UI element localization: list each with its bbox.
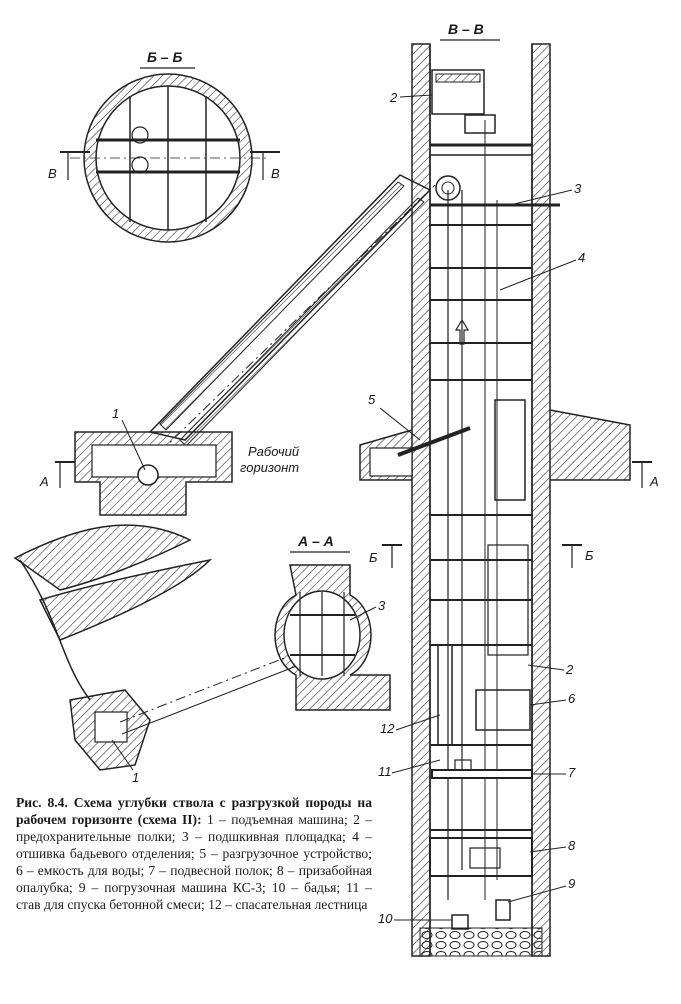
main-shaft <box>359 43 631 957</box>
svg-text:4: 4 <box>578 250 585 265</box>
callout-10: 10 <box>378 911 452 926</box>
svg-text:6: 6 <box>568 691 576 706</box>
svg-text:1: 1 <box>132 770 139 785</box>
svg-text:В: В <box>48 166 57 181</box>
svg-text:А: А <box>649 474 659 489</box>
callout-2-top: 2 <box>389 90 433 105</box>
callout-1-top: 1 <box>112 406 146 471</box>
section-title-aa: А – А <box>297 533 334 549</box>
svg-text:Б: Б <box>585 548 594 563</box>
svg-text:8: 8 <box>568 838 576 853</box>
callout-2-bottom: 2 <box>527 662 574 677</box>
svg-text:11: 11 <box>378 764 392 779</box>
inclined-gallery <box>74 174 436 516</box>
cut-marker-a-right: А <box>632 461 659 489</box>
cut-marker-v-right: В <box>250 151 280 181</box>
svg-text:А: А <box>39 474 49 489</box>
svg-text:12: 12 <box>380 721 395 736</box>
callout-7: 7 <box>532 765 576 780</box>
svg-text:2: 2 <box>565 662 574 677</box>
svg-text:9: 9 <box>568 876 575 891</box>
svg-text:7: 7 <box>568 765 576 780</box>
callout-9: 9 <box>507 876 575 903</box>
cut-marker-v-left: В <box>48 151 90 181</box>
caption-legend: 1 – подъемная машина; 2 – предохранитель… <box>16 812 373 912</box>
callout-6: 6 <box>529 691 576 706</box>
caption-title: Рис. 8.4. Схема углубки ствола с разгруз… <box>16 795 372 827</box>
cut-marker-b-right: Б <box>562 544 594 568</box>
svg-text:Б: Б <box>369 550 378 565</box>
cut-marker-a-left: А <box>39 461 75 489</box>
callout-5: 5 <box>368 392 421 441</box>
callout-4: 4 <box>499 250 585 291</box>
figure-caption: Рис. 8.4. Схема углубки ствола с разгруз… <box>16 794 372 913</box>
section-title-bb: Б – Б <box>147 49 182 65</box>
callout-12: 12 <box>380 714 441 736</box>
section-bb-plan <box>70 73 266 243</box>
svg-text:2: 2 <box>389 90 398 105</box>
svg-text:10: 10 <box>378 911 393 926</box>
svg-text:3: 3 <box>574 181 582 196</box>
callout-1-bottom: 1 <box>111 739 139 785</box>
section-title-vv: В – В <box>448 21 484 37</box>
callout-3-aa: 3 <box>349 598 386 621</box>
callout-8: 8 <box>529 838 576 853</box>
svg-text:3: 3 <box>378 598 386 613</box>
callout-11: 11 <box>378 759 441 779</box>
callout-3-top: 3 <box>509 181 582 206</box>
cut-marker-b-left: Б <box>369 544 402 568</box>
svg-text:В: В <box>271 166 280 181</box>
svg-text:1: 1 <box>112 406 119 421</box>
zone-label-line1: Рабочий <box>248 444 299 459</box>
svg-text:5: 5 <box>368 392 376 407</box>
section-aa-plan <box>13 524 391 771</box>
zone-label-line2: горизонт <box>240 460 299 475</box>
